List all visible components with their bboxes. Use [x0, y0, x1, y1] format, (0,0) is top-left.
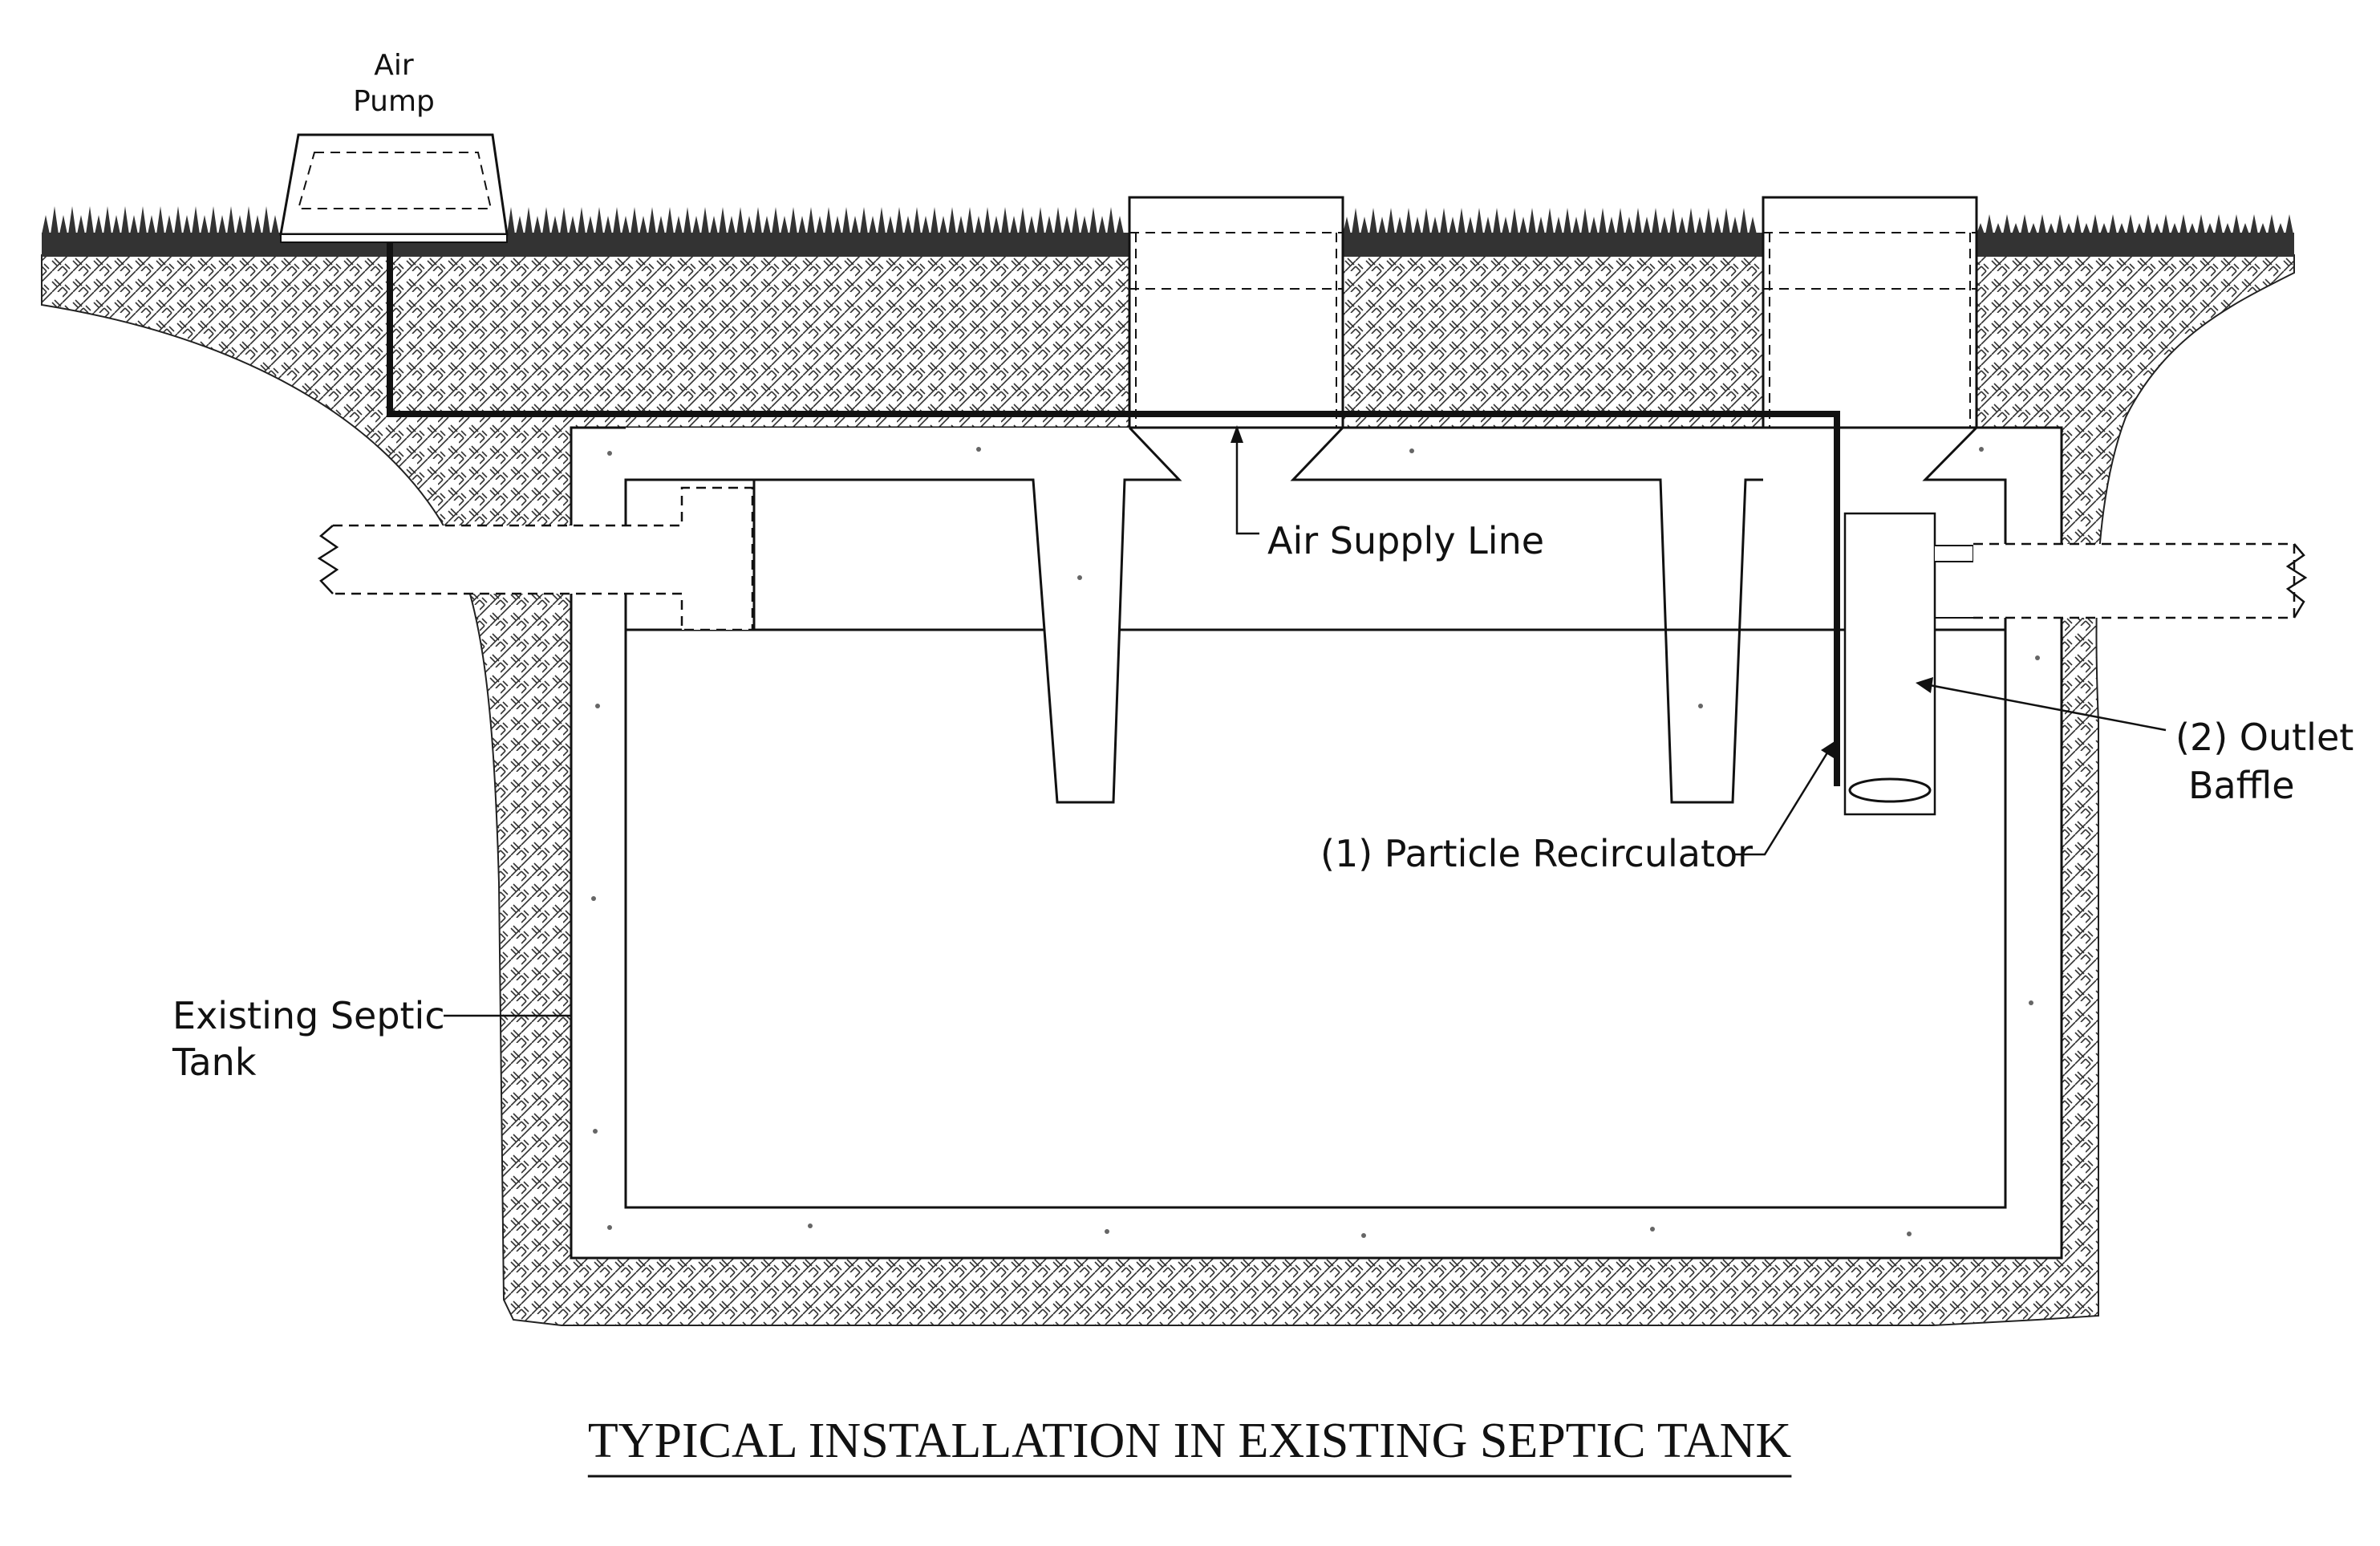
- label-existing-tank-1: Existing Septic: [172, 994, 445, 1037]
- label-air-supply-line: Air Supply Line: [1267, 519, 1544, 562]
- label-particle-recirculator: (1) Particle Recirculator: [1320, 832, 1753, 875]
- outlet-riser: [1762, 196, 1978, 432]
- label-air-pump-2: Pump: [353, 85, 435, 118]
- diagram-title: TYPICAL INSTALLATION IN EXISTING SEPTIC …: [588, 1414, 1792, 1468]
- septic-tank: [570, 426, 2063, 1260]
- concrete-specks: [591, 447, 2040, 1238]
- inlet-pipe: [317, 486, 754, 631]
- label-outlet-baffle-1: (2) Outlet: [2175, 716, 2354, 759]
- air-supply-line: [387, 242, 1840, 786]
- risers: [1128, 196, 1978, 432]
- outlet-baffle: [1843, 512, 2308, 816]
- diagram-title-group: TYPICAL INSTALLATION IN EXISTING SEPTIC …: [587, 1414, 1792, 1478]
- label-existing-tank-2: Tank: [172, 1041, 257, 1084]
- leader-lines: [444, 425, 2167, 1017]
- inlet-riser: [1128, 196, 1344, 432]
- label-air-pump-1: Air: [374, 49, 414, 82]
- label-outlet-baffle-2: Baffle: [2188, 764, 2295, 807]
- air-pump: [279, 133, 509, 243]
- labels: Air Pump Air Supply Line (2) Outlet Baff…: [172, 49, 2354, 1084]
